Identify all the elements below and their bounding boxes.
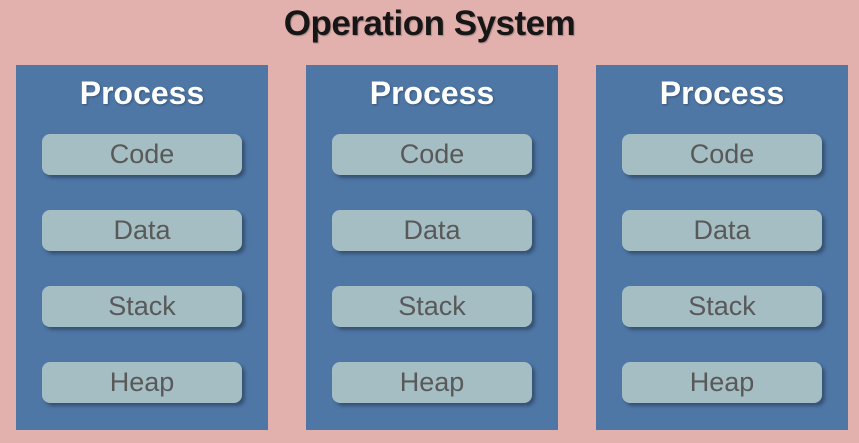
segment-code: Code xyxy=(42,134,242,175)
segment-data: Data xyxy=(42,210,242,251)
process-label: Process xyxy=(369,75,495,111)
segment-code: Code xyxy=(622,134,822,175)
segment-heap: Heap xyxy=(332,362,532,403)
diagram-title: Operation System xyxy=(283,4,576,43)
segment-code: Code xyxy=(332,134,532,175)
segment-data: Data xyxy=(332,210,532,251)
process-box-2: Process Code Data Stack Heap xyxy=(306,65,558,430)
segment-data: Data xyxy=(622,210,822,251)
process-label: Process xyxy=(79,75,205,111)
segment-stack: Stack xyxy=(622,286,822,327)
segment-heap: Heap xyxy=(42,362,242,403)
segment-list: Code Data Stack Heap xyxy=(596,134,848,403)
process-row: Process Code Data Stack Heap Process Cod… xyxy=(16,65,848,430)
process-box-3: Process Code Data Stack Heap xyxy=(596,65,848,430)
process-box-1: Process Code Data Stack Heap xyxy=(16,65,268,430)
segment-stack: Stack xyxy=(42,286,242,327)
segment-list: Code Data Stack Heap xyxy=(16,134,268,403)
process-label: Process xyxy=(659,75,785,111)
segment-stack: Stack xyxy=(332,286,532,327)
segment-list: Code Data Stack Heap xyxy=(306,134,558,403)
segment-heap: Heap xyxy=(622,362,822,403)
